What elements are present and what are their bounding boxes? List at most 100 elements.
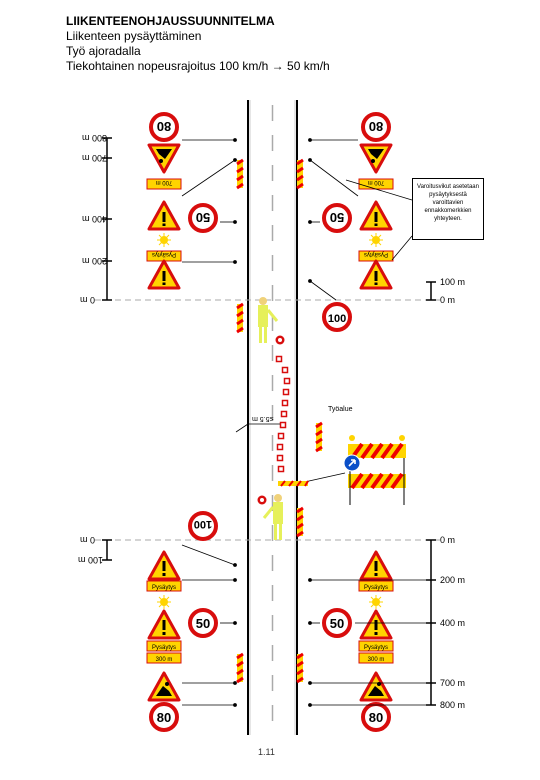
speed-50-label: 50 bbox=[330, 210, 344, 225]
scale-right-bottom bbox=[426, 539, 436, 706]
scale-label-100-bottom-left: 100 m bbox=[78, 555, 104, 565]
scale-label-700: 700 m bbox=[82, 153, 108, 163]
scale-label-0-left: 0 m bbox=[80, 295, 96, 305]
stop-paddle-bottom bbox=[257, 495, 267, 505]
plate-700-top-right: 700 m bbox=[358, 178, 394, 190]
sign-info-top-left bbox=[147, 200, 181, 231]
sign-speed-80-top-right: 80 bbox=[361, 112, 391, 142]
sign-speed-100-top: 100 bbox=[322, 302, 352, 332]
speed-80-label: 80 bbox=[369, 710, 383, 725]
subtitle-line-3: Tiekohtainen nopeusrajoitus 100 km/h → 5… bbox=[66, 59, 330, 73]
sign-speed-80-bottom-left: 80 bbox=[149, 702, 179, 732]
plate-stop-bottom-left-2: Pysäytys bbox=[146, 640, 182, 652]
plate-stop-bottom-left: Pysäytys bbox=[146, 580, 182, 592]
flash-bottom-left bbox=[156, 594, 172, 610]
header: LIIKENTEENOHJAUSSUUNNITELMA Liikenteen p… bbox=[66, 14, 330, 74]
scale-label-0-bottom-right: 0 m bbox=[440, 535, 456, 545]
plate-stop-bottom-right-2: Pysäytys bbox=[358, 640, 394, 652]
scale-label-0-right: 0 m bbox=[440, 295, 456, 305]
post-work-left bbox=[235, 302, 245, 334]
plate-700-label: 700 m bbox=[368, 179, 385, 185]
plate-stop-top-right: Pysäytys bbox=[358, 250, 394, 262]
speed-80-label: 80 bbox=[157, 710, 171, 725]
work-area-start-label: Työalue bbox=[328, 406, 353, 413]
sign-warning-bottom-right bbox=[359, 550, 393, 581]
page-number: 1.11 bbox=[258, 747, 275, 757]
scale-right-top bbox=[426, 281, 436, 301]
pointer-lines-top bbox=[181, 138, 413, 301]
scale-label-200-bottom-right: 200 m bbox=[440, 575, 466, 585]
flash-top-left bbox=[156, 232, 172, 248]
keep-right-sign bbox=[343, 454, 361, 472]
warning-light-note: Varoitusvikut asetetaan pysäytyksestä va… bbox=[412, 178, 484, 240]
crossbar bbox=[278, 480, 309, 487]
sign-speed-50-top-left: 50 bbox=[188, 203, 218, 233]
plate-stop-bottom-right: Pysäytys bbox=[358, 580, 394, 592]
post-bottom-right bbox=[295, 652, 305, 684]
speed-50-label: 50 bbox=[330, 616, 344, 631]
sign-info-top-right bbox=[359, 200, 393, 231]
sign-warning-bottom-right-2 bbox=[359, 609, 393, 640]
scale-label-700-bottom-right: 700 m bbox=[440, 678, 466, 688]
scale-label-0-bottom-left: 0 m bbox=[80, 535, 96, 545]
road bbox=[247, 100, 298, 735]
sign-work-top-right bbox=[359, 143, 393, 174]
post-top-right bbox=[295, 158, 305, 190]
sign-speed-50-bottom-left: 50 bbox=[188, 608, 218, 638]
flagger-top bbox=[258, 297, 279, 343]
plate-stop-top-left: Pysäytys bbox=[146, 250, 182, 262]
speed-50-label: 50 bbox=[196, 210, 210, 225]
sign-speed-80-bottom-right: 80 bbox=[361, 702, 391, 732]
scale-label-400-bottom-right: 400 m bbox=[440, 618, 466, 628]
sign-work-bottom-left bbox=[147, 671, 181, 702]
sign-work-top-left bbox=[147, 143, 181, 174]
scale-left-bottom bbox=[102, 539, 112, 561]
stop-paddle-top bbox=[275, 335, 285, 345]
sign-speed-50-top-right: 50 bbox=[322, 203, 352, 233]
scale-label-800-bottom-right: 800 m bbox=[440, 700, 466, 710]
sign-warning-bottom-left-2 bbox=[147, 609, 181, 640]
plate-stop-label: Pysäytys bbox=[152, 585, 176, 591]
plate-700-top-left: 700 m bbox=[146, 178, 182, 190]
plate-300-bottom-left: 300 m bbox=[146, 652, 182, 664]
subtitle-line-2: Työ ajoradalla bbox=[66, 44, 141, 58]
plate-stop-label: Pysäytys bbox=[364, 251, 388, 257]
sign-info-top-right-2 bbox=[359, 259, 393, 290]
scale-label-800: 800 m bbox=[82, 133, 108, 143]
scale-label-200: 200 m bbox=[82, 256, 108, 266]
flagger-bottom bbox=[262, 494, 283, 540]
sign-work-bottom-right bbox=[359, 671, 393, 702]
work-barrier bbox=[348, 435, 406, 505]
post-top-left bbox=[235, 158, 245, 190]
plate-300-label: 300 m bbox=[156, 657, 173, 663]
plate-300-label: 300 m bbox=[368, 657, 385, 663]
sign-speed-80-top-left: 80 bbox=[149, 112, 179, 142]
plate-700-label: 700 m bbox=[156, 179, 173, 185]
plate-stop-label: Pysäytys bbox=[364, 585, 388, 591]
sign-speed-50-bottom-right: 50 bbox=[322, 608, 352, 638]
sign-warning-bottom-left bbox=[147, 550, 181, 581]
distance-label: ≤5.5 m bbox=[252, 415, 274, 422]
speed-80-label: 80 bbox=[369, 119, 383, 134]
scale-left-top bbox=[102, 137, 112, 301]
post-bottom-left bbox=[235, 652, 245, 684]
speed-80-label: 80 bbox=[157, 119, 171, 134]
pointer-lines-bottom bbox=[181, 544, 428, 707]
flash-bottom-right bbox=[368, 594, 384, 610]
flash-top-right bbox=[368, 232, 384, 248]
post-work-right bbox=[314, 421, 324, 453]
plate-300-bottom-right: 300 m bbox=[358, 652, 394, 664]
sign-speed-100-bottom: 100 bbox=[188, 511, 218, 541]
plate-stop-label: Pysäytys bbox=[152, 251, 176, 257]
plate-stop-label: Pysäytys bbox=[364, 645, 388, 651]
scale-label-400: 400 m bbox=[82, 214, 108, 224]
subtitle-line-1: Liikenteen pysäyttäminen bbox=[66, 29, 202, 43]
speed-100-label: 100 bbox=[328, 313, 346, 325]
speed-50-label: 50 bbox=[196, 616, 210, 631]
sign-info-top-left-2 bbox=[147, 259, 181, 290]
speed-100-label: 100 bbox=[194, 518, 212, 530]
plan-title: LIIKENTEENOHJAUSSUUNNITELMA bbox=[66, 14, 275, 28]
distance-bracket bbox=[235, 423, 280, 433]
scale-label-100-right: 100 m bbox=[440, 277, 466, 287]
